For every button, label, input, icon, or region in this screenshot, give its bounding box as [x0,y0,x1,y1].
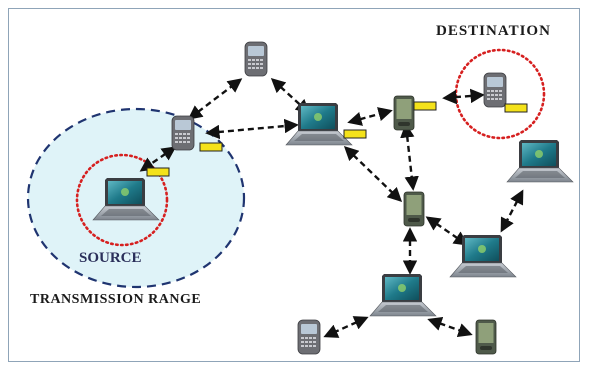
network-links [139,78,524,338]
link [425,216,469,246]
link [442,88,485,105]
link [205,118,299,140]
link [323,316,369,338]
diagram-frame [8,8,580,362]
link [343,146,403,202]
data-packet-icon [199,142,223,152]
source-label: SOURCE [79,250,142,266]
laptop-icon [449,234,517,278]
link [500,189,524,233]
laptop-icon [285,102,353,146]
source-ring [75,153,169,247]
pda-icon [403,191,425,227]
mobile-phone-icon [297,319,321,355]
transmission-range-label: TRANSMISSION RANGE [30,292,202,307]
mobile-phone-icon [171,115,195,151]
data-packet-icon [504,103,528,113]
link [347,107,393,126]
mobile-phone-icon [483,72,507,108]
destination-label: DESTINATION [436,23,551,39]
data-packet-icon [146,167,170,177]
pda-icon [393,95,415,131]
link [400,123,419,191]
laptop-icon [506,139,574,183]
link [139,146,177,172]
mobile-phone-icon [244,41,268,77]
laptop-icon [369,273,437,317]
link [187,78,243,120]
data-packet-icon [413,101,437,111]
link [270,78,311,114]
destination-ring [454,48,546,140]
link [427,317,473,337]
pda-icon [475,319,497,355]
data-packet-icon [343,129,367,139]
